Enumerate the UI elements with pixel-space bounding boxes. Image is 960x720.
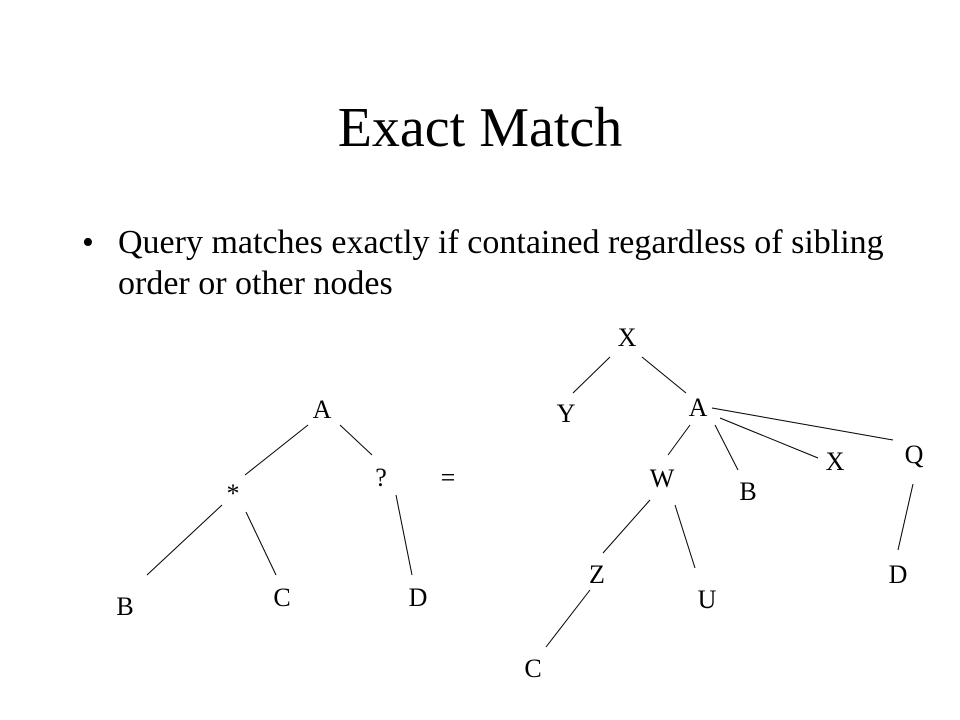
edge-x-y — [572, 356, 611, 394]
edge-a-question — [339, 424, 373, 456]
edge-question-d — [395, 494, 413, 576]
edge-z-c — [545, 589, 591, 648]
slide-title: Exact Match — [337, 97, 623, 159]
edge-w-u — [674, 504, 696, 569]
data-node-y: Y — [557, 399, 576, 428]
bullet-marker: • — [82, 224, 94, 261]
edge-a-x — [719, 417, 819, 459]
edge-star-b — [146, 504, 223, 576]
data-node-u: U — [698, 585, 717, 614]
equals-sign: = — [441, 463, 456, 492]
data-node-w: W — [650, 464, 675, 493]
edge-q-d — [897, 483, 914, 551]
data-tree: X Y A W B X Q Z U C D — [524, 323, 923, 683]
query-node-b: B — [116, 592, 133, 621]
data-node-b: B — [739, 477, 756, 506]
data-node-c: C — [524, 654, 541, 683]
edge-a-b — [714, 424, 739, 471]
query-node-a: A — [313, 395, 332, 424]
bullet-text: Query matches exactly if contained regar… — [118, 224, 884, 302]
edge-star-c — [245, 511, 277, 576]
query-tree: A * ? B C D — [116, 395, 427, 621]
query-node-question: ? — [375, 463, 387, 492]
query-node-star: * — [227, 479, 240, 508]
data-node-x: X — [826, 447, 845, 476]
edge-x-a — [641, 356, 687, 394]
query-node-c: C — [273, 583, 290, 612]
data-node-d: D — [889, 560, 908, 589]
query-node-d: D — [409, 583, 428, 612]
data-node-x-root: X — [618, 323, 637, 352]
data-node-a: A — [689, 393, 708, 422]
edge-w-z — [602, 499, 651, 554]
data-node-q: Q — [905, 440, 924, 469]
edge-a-q — [711, 407, 894, 441]
edge-a-w — [667, 424, 691, 456]
data-node-z: Z — [589, 560, 605, 589]
edge-a-star — [244, 424, 309, 476]
